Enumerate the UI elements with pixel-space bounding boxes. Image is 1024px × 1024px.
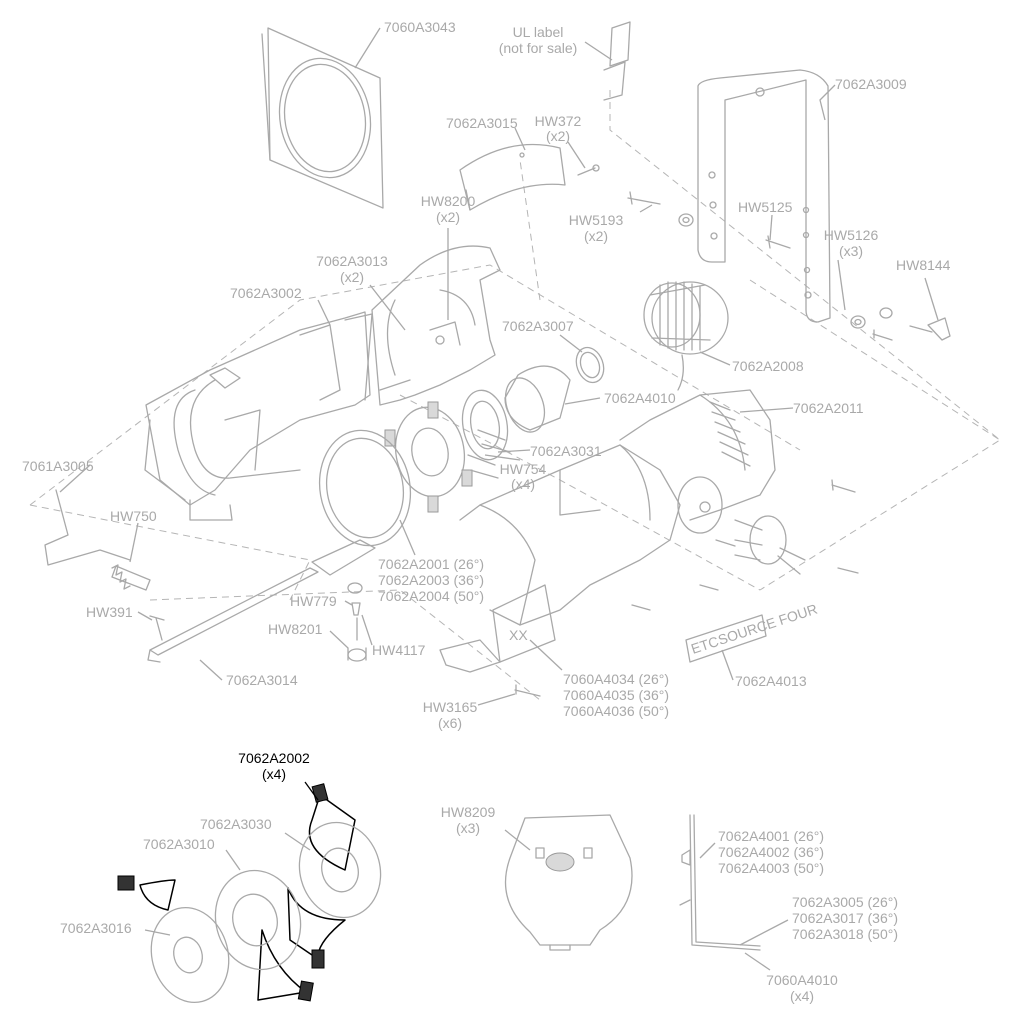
label-7062A4003: 7062A4003 (50°) bbox=[718, 860, 824, 876]
plate-7062A3030 bbox=[298, 821, 382, 919]
nameplate-7062A4013: ETC SOURCE FOUR bbox=[685, 601, 819, 663]
label-7062A3018: 7062A3018 (50°) bbox=[792, 926, 898, 942]
label-7062A4013: 7062A4013 bbox=[735, 673, 807, 689]
label-ul-label: UL label bbox=[513, 24, 564, 40]
label-hw8209: HW8209 bbox=[441, 804, 496, 820]
label-7062A4002: 7062A4002 (36°) bbox=[718, 844, 824, 860]
label-7062A3031: 7062A3031 bbox=[530, 443, 602, 459]
lamp-socket bbox=[734, 515, 806, 575]
label-7062A3009: 7062A3009 bbox=[835, 76, 907, 92]
shutter-7062A2002-group bbox=[117, 783, 356, 1002]
barrel-body bbox=[459, 444, 681, 626]
label-7062A2003: 7062A2003 (36°) bbox=[378, 572, 484, 588]
label-ul-label-note: (not for sale) bbox=[499, 40, 578, 56]
label-hw754-qty: (x4) bbox=[511, 476, 535, 492]
label-hw8201: HW8201 bbox=[268, 621, 323, 637]
label-7060A4034: 7060A4034 (26°) bbox=[563, 671, 669, 687]
label-7062A2001: 7062A2001 (26°) bbox=[378, 556, 484, 572]
label-7062A2008: 7062A2008 bbox=[732, 358, 804, 374]
lamp-cap-7062A2011 bbox=[619, 389, 776, 534]
part-labels: 7060A3043 UL label (not for sale) 7062A3… bbox=[22, 19, 951, 1004]
yoke-7062A3009 bbox=[697, 69, 831, 323]
label-hw8200: HW8200 bbox=[421, 193, 476, 209]
label-7061A3005: 7061A3005 bbox=[22, 458, 94, 474]
label-hw5126: HW5126 bbox=[824, 227, 879, 243]
ul-label-sticker bbox=[603, 21, 631, 101]
label-hw3165: HW3165 bbox=[423, 699, 478, 715]
label-7062A4010: 7062A4010 bbox=[604, 390, 676, 406]
gate-ring-7062A2001 bbox=[318, 429, 412, 547]
label-7062A3013: 7062A3013 bbox=[316, 253, 388, 269]
label-7060A4036: 7060A4036 (50°) bbox=[563, 703, 669, 719]
shutter-assembly bbox=[384, 389, 511, 513]
label-hw372-qty: (x2) bbox=[546, 128, 570, 144]
label-7062A3017: 7062A3017 (36°) bbox=[792, 910, 898, 926]
leader-lines bbox=[59, 27, 939, 971]
label-7060A4035: 7060A4035 (36°) bbox=[563, 687, 669, 703]
label-hw750: HW750 bbox=[110, 508, 157, 524]
label-7062A2002: 7062A2002 bbox=[238, 750, 310, 766]
label-hw8209-qty: (x3) bbox=[456, 820, 480, 836]
label-hw5193-qty: (x2) bbox=[584, 228, 608, 244]
label-hw372: HW372 bbox=[535, 113, 582, 129]
label-hw3165-qty: (x6) bbox=[438, 715, 462, 731]
label-7062A3010: 7062A3010 bbox=[143, 836, 215, 852]
label-7062A3007: 7062A3007 bbox=[502, 318, 574, 334]
label-7062A3005: 7062A3005 (26°) bbox=[792, 894, 898, 910]
label-7060A3043: 7060A3043 bbox=[384, 19, 456, 35]
handle-7061A3005 bbox=[44, 489, 131, 566]
label-7062A3002: 7062A3002 bbox=[230, 285, 302, 301]
label-hw779: HW779 bbox=[290, 593, 337, 609]
ring-7062A3007 bbox=[575, 346, 605, 384]
label-hw754: HW754 bbox=[500, 461, 547, 477]
lens-tube-mark: XX bbox=[509, 627, 528, 643]
hw5193-screws bbox=[627, 191, 694, 227]
label-7062A3016: 7062A3016 bbox=[60, 920, 132, 936]
top-shield-7062A3015 bbox=[459, 143, 600, 211]
reflector-housing bbox=[371, 245, 501, 406]
bracket-7062A4001 bbox=[679, 814, 761, 951]
label-7062A3014: 7062A3014 bbox=[226, 672, 298, 688]
plate-7062A3010 bbox=[214, 869, 302, 971]
plate-7062A3016 bbox=[150, 906, 230, 1004]
label-7062A3030: 7062A3030 bbox=[200, 816, 272, 832]
label-7062A2004: 7062A2004 (50°) bbox=[378, 588, 484, 604]
housing-7062A3002 bbox=[144, 311, 373, 521]
label-hw8200-qty: (x2) bbox=[436, 209, 460, 225]
spring-hw750 bbox=[111, 564, 151, 591]
reflector-7062A4010 bbox=[504, 365, 571, 433]
label-7062A4001: 7062A4001 (26°) bbox=[718, 828, 824, 844]
assembly-guide-lines bbox=[29, 90, 1001, 701]
label-hw5125: HW5125 bbox=[738, 199, 793, 215]
label-7060A4010: 7060A4010 bbox=[766, 972, 838, 988]
nameplate-text: SOURCE FOUR bbox=[716, 601, 819, 648]
label-hw4117: HW4117 bbox=[372, 642, 426, 658]
label-7062A3013-qty: (x2) bbox=[340, 269, 364, 285]
label-7062A2011: 7062A2011 bbox=[793, 400, 864, 416]
hw3165-screws bbox=[514, 479, 859, 697]
rear-plate-hw8209 bbox=[504, 814, 633, 951]
label-7060A4010-qty: (x4) bbox=[790, 988, 814, 1004]
label-hw5126-qty: (x3) bbox=[839, 243, 863, 259]
label-hw8144: HW8144 bbox=[896, 257, 951, 273]
lens-tube-7060A4034: XX bbox=[439, 584, 556, 673]
fan-7062A2008 bbox=[643, 281, 729, 391]
color-frame-7060A3043 bbox=[261, 27, 384, 209]
label-7062A2002-qty: (x4) bbox=[262, 766, 286, 782]
bottom-rail-7062A3014 bbox=[147, 567, 319, 663]
label-hw5193: HW5193 bbox=[569, 212, 624, 228]
label-hw391: HW391 bbox=[86, 604, 133, 620]
bottom-hardware bbox=[311, 539, 376, 662]
yoke-hardware bbox=[765, 235, 951, 341]
label-7062A3015: 7062A3015 bbox=[446, 115, 518, 131]
